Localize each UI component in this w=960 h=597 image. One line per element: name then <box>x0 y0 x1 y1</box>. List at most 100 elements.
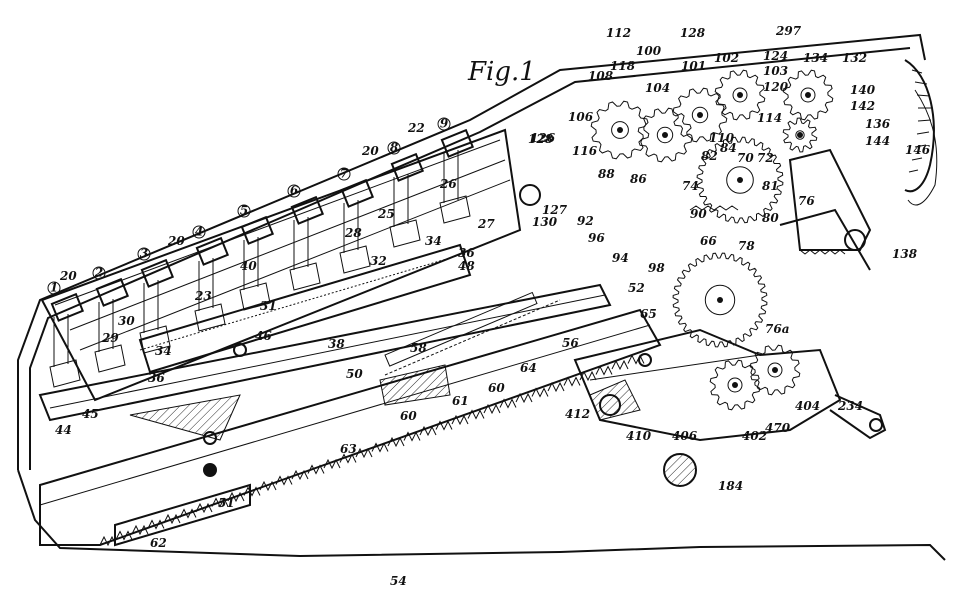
rack-teeth-path <box>99 354 645 547</box>
reference-numeral: 92 <box>577 214 594 228</box>
gear-142 <box>782 117 818 153</box>
reference-numeral: 112 <box>606 26 631 40</box>
reference-numeral: 120 <box>763 80 789 94</box>
reference-numeral: 23 <box>194 289 212 303</box>
reference-numeral: 72 <box>757 151 774 165</box>
reference-numeral: 20 <box>361 144 379 158</box>
reference-numeral: 102 <box>714 51 739 65</box>
reference-numeral: 90 <box>690 207 707 221</box>
reference-numeral: 60 <box>488 381 505 395</box>
gear-104 <box>637 107 693 163</box>
reference-numeral: 74 <box>682 179 699 193</box>
reference-numeral: 27 <box>477 217 495 231</box>
reference-numeral: 50 <box>346 367 363 381</box>
key-digit-circle <box>192 225 206 239</box>
key-stem <box>243 237 259 290</box>
reference-numeral: 412 <box>565 407 590 421</box>
key-stem <box>53 314 69 367</box>
reference-numeral: 118 <box>610 59 636 73</box>
key-lever <box>194 303 226 332</box>
reference-numeral: 76 <box>798 194 815 208</box>
reference-numeral: 48 <box>458 259 475 273</box>
reference-numeral: 114 <box>757 111 782 125</box>
key-cap <box>95 277 130 307</box>
key-stem <box>393 174 409 227</box>
reference-numeral: 58 <box>410 341 427 355</box>
reference-numeral: 98 <box>648 261 665 275</box>
reference-numeral: 76a <box>765 322 789 336</box>
reference-numeral: 142 <box>850 99 875 113</box>
reference-numeral: 86 <box>630 172 647 186</box>
housing-outline <box>17 33 946 561</box>
reference-numeral: 63 <box>340 442 357 456</box>
reference-numeral: 110 <box>709 131 735 145</box>
rack-teeth <box>99 354 645 547</box>
reference-numeral: 410 <box>626 429 652 443</box>
reference-numeral: 36 <box>458 246 475 260</box>
key-digit: 4 <box>195 225 203 239</box>
lower-rack <box>39 308 662 547</box>
key-digit: 7 <box>340 167 349 181</box>
key-cap <box>390 152 425 182</box>
reference-numeral: 81 <box>762 179 779 193</box>
key-stem <box>443 150 459 203</box>
gear-103 <box>714 69 766 121</box>
reference-numeral: 297 <box>775 24 802 38</box>
reference-numeral: 128 <box>528 132 554 146</box>
reference-numeral: 127 <box>542 203 568 217</box>
gear-402 <box>709 359 761 411</box>
key-lever <box>239 282 271 311</box>
reference-numerals: 2020202223252627282930313234343636384044… <box>55 24 931 588</box>
reference-numeral: 54 <box>390 574 407 588</box>
reference-numeral: 38 <box>328 337 345 351</box>
reference-numeral: 402 <box>742 429 767 443</box>
reference-numeral: 140 <box>850 83 876 97</box>
key-digit: 5 <box>240 204 248 218</box>
lower-lever <box>573 328 887 442</box>
reference-numeral: 108 <box>588 69 614 83</box>
key-digit-circle <box>92 266 106 280</box>
key-stem <box>143 280 159 333</box>
key-cap <box>440 128 475 158</box>
reference-numeral: 470 <box>765 421 791 435</box>
reference-numeral: 138 <box>892 247 918 261</box>
upper-frame <box>519 148 872 271</box>
reference-numeral: 20 <box>59 269 77 283</box>
reference-numeral: 60 <box>400 409 417 423</box>
reference-numeral: 22 <box>407 121 425 135</box>
key-cap <box>240 215 275 245</box>
key-lever <box>94 344 126 373</box>
reference-numeral: 30 <box>118 314 135 328</box>
key-digit-circle <box>337 167 351 181</box>
reference-numeral: 88 <box>598 167 615 181</box>
key-digit: 9 <box>440 117 449 131</box>
reference-numeral: 106 <box>568 110 594 124</box>
key-digit: 3 <box>140 247 148 261</box>
reference-numeral: 124 <box>763 49 788 63</box>
gear-108 <box>590 100 650 160</box>
reference-numeral: 20 <box>167 234 185 248</box>
key-stem <box>98 299 114 352</box>
reference-numeral: 45 <box>82 407 99 421</box>
key-stem <box>293 217 309 270</box>
reference-numeral: 64 <box>520 361 537 375</box>
key-digit-circle <box>137 247 151 261</box>
reference-numeral: 31 <box>260 299 277 313</box>
reference-numeral: 94 <box>612 251 629 265</box>
reference-numeral: 40 <box>240 259 257 273</box>
reference-numeral: 36 <box>148 371 165 385</box>
spring-58-body <box>384 291 538 367</box>
key-cap <box>50 292 85 322</box>
reference-numeral: 66 <box>700 234 717 248</box>
reference-numeral: 56 <box>562 336 579 350</box>
reference-numeral: 103 <box>763 64 788 78</box>
reference-numeral: 34 <box>155 344 172 358</box>
reference-numeral: 184 <box>718 479 743 493</box>
reference-numeral: 82 <box>701 149 718 163</box>
reference-numeral: 34 <box>425 234 442 248</box>
key-lever <box>389 219 421 248</box>
reference-numeral: 84 <box>720 141 737 155</box>
reference-numeral: 404 <box>795 399 820 413</box>
